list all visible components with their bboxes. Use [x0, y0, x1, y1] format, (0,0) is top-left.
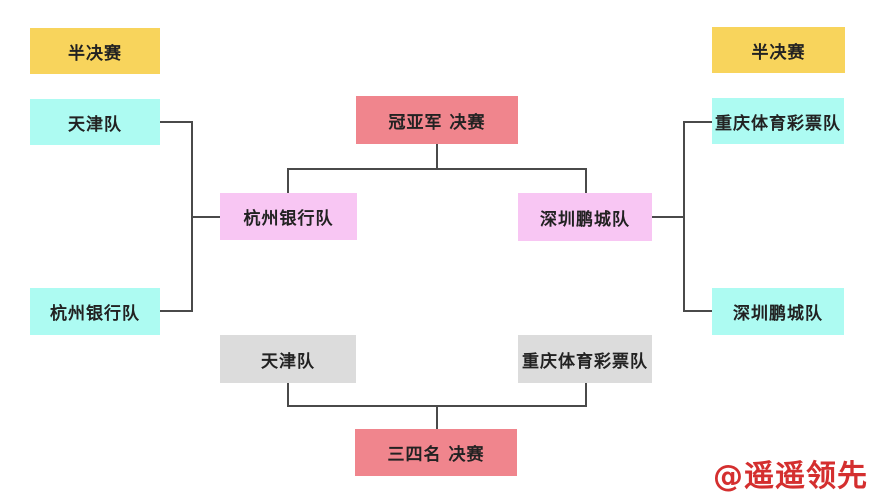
match-box-championship-final: 冠亚军 决赛 — [356, 96, 518, 144]
connector-line — [436, 405, 438, 429]
connector-line — [652, 216, 683, 218]
connector-line — [683, 121, 685, 312]
match-box-third-place-final: 三四名 决赛 — [355, 429, 517, 476]
watermark: @遥遥领先 — [713, 459, 868, 494]
team-box-hangzhou-semifinal: 杭州银行队 — [30, 288, 160, 335]
team-box-tianjin-third-place: 天津队 — [220, 335, 356, 383]
team-box-hangzhou-finalist: 杭州银行队 — [220, 193, 357, 240]
team-label: 杭州银行队 — [50, 304, 140, 324]
match-label: 三四名 决赛 — [387, 445, 485, 465]
connector-line — [160, 310, 192, 312]
team-label: 天津队 — [261, 351, 315, 372]
team-label: 天津队 — [68, 114, 122, 135]
team-box-chongqing-semifinal: 重庆体育彩票队 — [712, 98, 844, 144]
connector-line — [191, 216, 220, 218]
connector-line — [287, 168, 289, 193]
team-box-shenzhen-semifinal: 深圳鹏城队 — [712, 288, 844, 335]
connector-line — [585, 168, 587, 193]
team-box-tianjin-semifinal: 天津队 — [30, 99, 160, 145]
team-label: 重庆体育彩票队 — [715, 113, 841, 134]
connector-line — [683, 121, 712, 123]
stage-header-label: 半决赛 — [68, 43, 122, 64]
connector-line — [160, 121, 192, 123]
team-label: 杭州银行队 — [243, 209, 334, 229]
team-label: 深圳鹏城队 — [733, 304, 823, 324]
stage-header-label: 半决赛 — [751, 42, 806, 63]
stage-header-semifinal-left: 半决赛 — [30, 28, 160, 74]
stage-header-semifinal-right: 半决赛 — [712, 27, 845, 73]
team-box-chongqing-third-place: 重庆体育彩票队 — [518, 335, 652, 383]
connector-line — [436, 144, 438, 169]
team-label: 深圳鹏城队 — [540, 209, 630, 230]
team-label: 重庆体育彩票队 — [522, 351, 648, 372]
match-label: 冠亚军 决赛 — [388, 112, 486, 133]
connector-line — [585, 383, 587, 407]
team-box-shenzhen-finalist: 深圳鹏城队 — [518, 193, 652, 241]
connector-line — [287, 383, 289, 407]
connector-line — [287, 168, 587, 170]
connector-line — [683, 310, 712, 312]
